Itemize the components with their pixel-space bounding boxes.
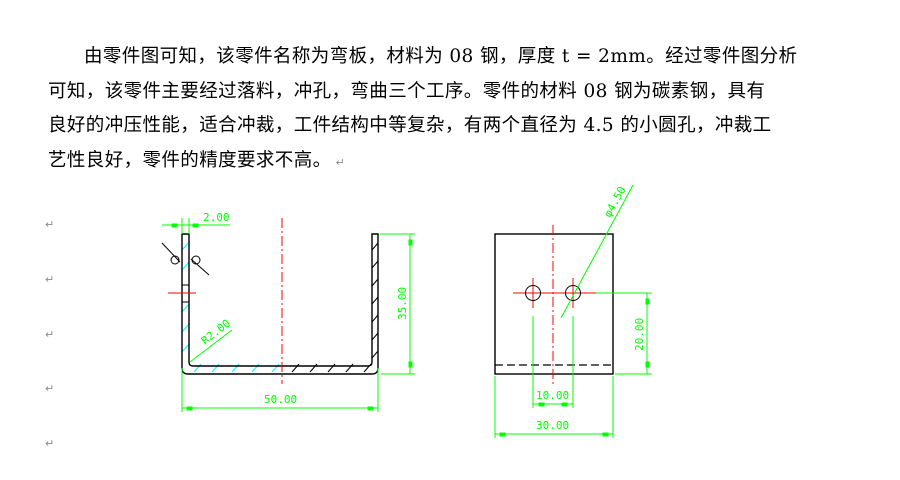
dim-width-label: 50.00 [264,393,297,406]
dim-radius [189,329,233,363]
front-outline [181,233,379,375]
side-view: φ4.50 10.00 30.00 [494,184,652,438]
dim-side-width-label: 30.00 [536,419,569,432]
paragraph-mark-icon: ↵ [45,273,55,286]
hole-right [565,285,581,301]
dim-hole-height [596,292,652,375]
paragraph-line-3: 良好的冲压性能，适合冲裁，工件结构中等复杂，有两个直径为 4.5 的小圆孔，冲裁… [48,115,772,136]
dim-width [181,368,379,412]
dim-height-label: 35.00 [396,287,409,320]
paragraph-line-4: 艺性良好，零件的精度要求不高。↵ [48,144,838,179]
front-view: 2.00 R2.00 50.00 35. [161,211,415,412]
paragraph-line-4-text: 艺性良好，零件的精度要求不高。 [48,149,332,171]
hole-left [525,285,541,301]
paragraph-mark-icon: ↵ [335,155,346,169]
body-paragraph[interactable]: 由零件图可知，该零件名称为弯板，材料为 08 钢，厚度 t = 2mm。经过零件… [48,40,838,178]
paragraph-line-1: 由零件图可知，该零件名称为弯板，材料为 08 钢，厚度 t = 2mm。经过零件… [84,46,798,67]
hatch-cyan [181,241,280,373]
side-outline [494,233,614,375]
paragraph-mark-icon: ↵ [45,437,55,450]
dim-thickness-label: 2.00 [203,211,230,224]
paragraph-mark-icon: ↵ [45,382,55,395]
paragraph-mark-icon: ↵ [45,328,55,341]
section-symbol [161,242,210,276]
paragraph-mark-icon: ↵ [45,218,55,231]
dim-height [380,233,415,375]
dim-hole-spacing [532,316,574,408]
dim-thickness [162,218,230,234]
dim-hole-diameter [560,184,634,319]
paragraph-line-2: 可知，该零件主要经过落料，冲孔，弯曲三个工序。零件的材料 08 钢为碳素钢，具有 [48,80,766,102]
dim-side-width [494,376,614,438]
hatch-black [291,242,379,373]
dim-hole-height-label: 20.00 [633,318,646,351]
dim-hole-spacing-label: 10.00 [536,389,569,402]
dim-hole-diameter-label: φ4.50 [601,184,628,219]
